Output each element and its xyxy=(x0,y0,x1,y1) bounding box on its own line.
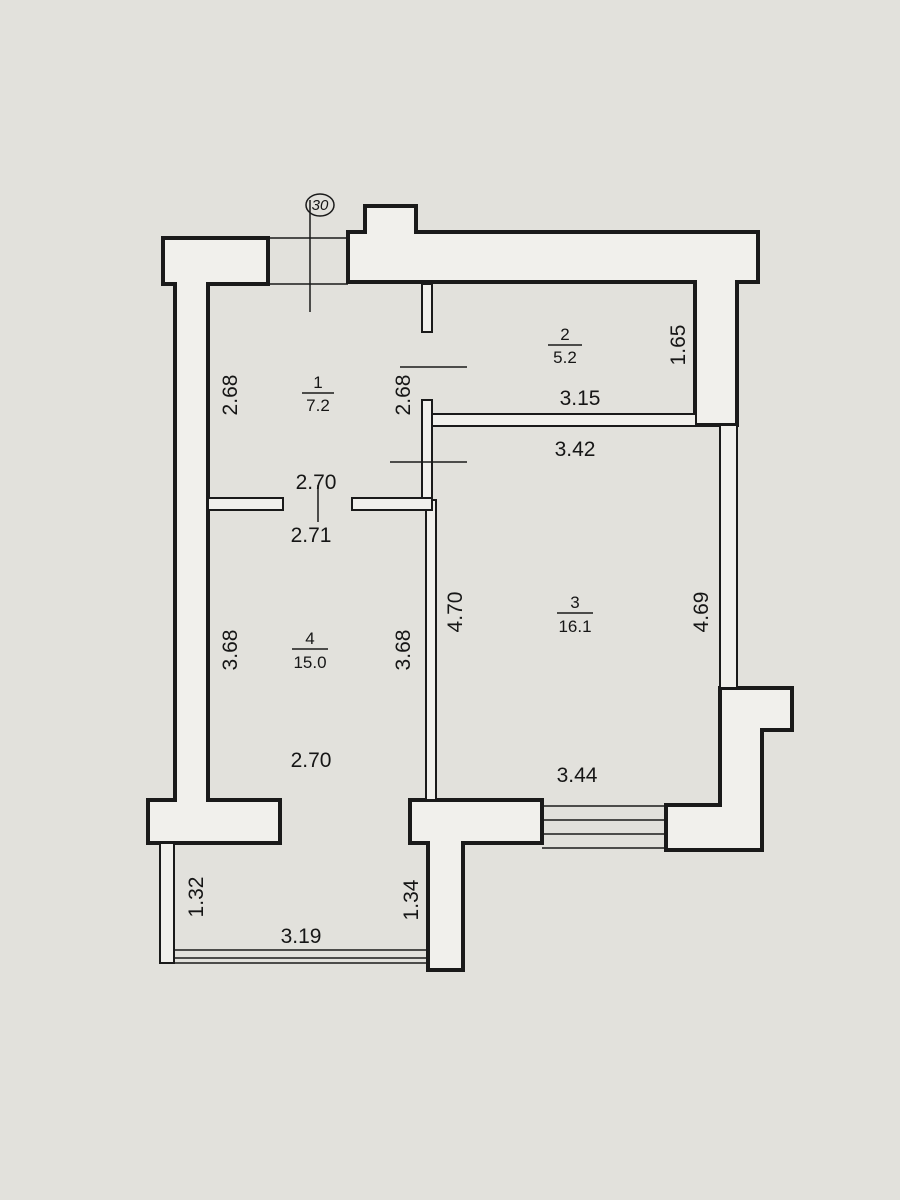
room-number: 1 xyxy=(313,373,322,392)
dim-room3-top: 3.42 xyxy=(555,438,596,461)
partition-room4-top-left xyxy=(207,497,284,511)
partition-room1-upper xyxy=(421,283,433,333)
room-label-4: 4 15.0 xyxy=(292,629,328,672)
dim-room1-right: 2.68 xyxy=(392,375,415,416)
dim-room4-bottom: 2.70 xyxy=(291,749,332,772)
wall-bottom-middle xyxy=(408,798,544,972)
dim-balcony-right: 1.34 xyxy=(400,879,423,920)
dim-room3-right: 4.69 xyxy=(690,592,713,633)
wall-right-lower xyxy=(664,686,794,852)
dim-room1-left: 2.68 xyxy=(219,375,242,416)
dim-balcony-left: 1.32 xyxy=(185,877,208,918)
window-bottom xyxy=(542,805,666,849)
dim-balcony-bottom: 3.19 xyxy=(281,925,322,948)
axis-marker-label: 30 xyxy=(312,197,329,214)
axis-marker: 30 xyxy=(305,193,335,312)
balcony xyxy=(159,842,428,964)
dim-room2-bottom: 3.15 xyxy=(560,387,601,410)
room-number: 3 xyxy=(570,593,579,612)
partition-room3-left xyxy=(425,499,437,801)
dim-room4-right: 3.68 xyxy=(392,630,415,671)
room-area: 7.2 xyxy=(306,396,330,415)
partition-room2-bottom xyxy=(431,413,697,427)
dim-room3-left: 4.70 xyxy=(444,592,467,633)
room-label-2: 2 5.2 xyxy=(548,325,582,367)
dim-room4-top: 2.71 xyxy=(291,524,332,547)
dim-room2-right: 1.65 xyxy=(667,325,690,366)
partition-room1-lower xyxy=(421,399,433,501)
dim-room3-bottom: 3.44 xyxy=(557,764,598,787)
window-right xyxy=(719,424,738,689)
window-top xyxy=(268,237,348,285)
wall-top xyxy=(346,204,760,427)
room-number: 2 xyxy=(560,325,569,344)
room-area: 5.2 xyxy=(553,348,577,367)
room-area: 16.1 xyxy=(558,617,591,636)
room-label-1: 1 7.2 xyxy=(302,373,334,415)
dim-room4-left: 3.68 xyxy=(219,630,242,671)
partition-room4-top-right xyxy=(351,497,433,511)
room-number: 4 xyxy=(305,629,314,648)
room-area: 15.0 xyxy=(293,653,326,672)
dim-room1-bottom: 2.70 xyxy=(296,471,337,494)
room-label-3: 3 16.1 xyxy=(557,593,593,636)
